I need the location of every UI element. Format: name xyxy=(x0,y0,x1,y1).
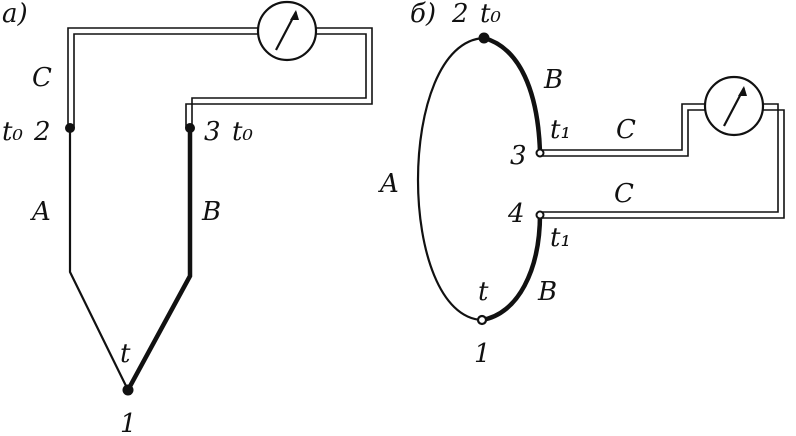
panel-b-label-c-bottom: C xyxy=(614,179,634,209)
panel-a-label-1: 1 xyxy=(120,409,137,436)
panel-a-label-t0-left: t₀ xyxy=(2,117,23,147)
panel-a-junction-1 xyxy=(122,384,134,396)
panel-b-label-t0: t₀ xyxy=(480,0,501,29)
panel-a: а) C t₀ 2 3 t₀ A B t 1 xyxy=(2,0,373,436)
panel-a-label-a: A xyxy=(30,197,51,227)
panel-b-label-3: 3 xyxy=(510,141,527,171)
panel-b-label-c-top: C xyxy=(616,115,636,145)
panel-b-label-t1-top: t₁ xyxy=(550,115,571,145)
panel-b-label-b-top: B xyxy=(543,65,563,95)
panel-a-label-c: C xyxy=(32,63,52,93)
panel-b-label-a: A xyxy=(378,169,399,199)
panel-b-electrode-b-top xyxy=(481,35,543,155)
panel-a-label-t: t xyxy=(120,339,131,369)
panel-b-junction-3 xyxy=(535,148,545,158)
panel-b-junction-2 xyxy=(478,32,490,44)
panel-b-label-t1-bottom: t₁ xyxy=(550,223,571,253)
panel-b-label-1: 1 xyxy=(474,339,491,369)
panel-b-junction-4 xyxy=(535,210,545,220)
panel-a-label-2: 2 xyxy=(33,117,51,147)
panel-a-junction-2 xyxy=(65,123,75,133)
panel-a-junction-3 xyxy=(185,123,195,133)
panel-b-junction-1 xyxy=(476,314,488,326)
panel-b-label-t: t xyxy=(478,277,489,307)
panel-b-label-b-bottom: B xyxy=(537,277,557,307)
panel-a-galvanometer-icon xyxy=(256,0,318,62)
panel-b-galvanometer-icon xyxy=(703,75,765,137)
panel-a-label-b: B xyxy=(201,197,221,227)
panel-a-label-t0-right: t₀ xyxy=(232,117,253,147)
panel-b-wire-c-top xyxy=(542,103,706,157)
panel-b: б) 2 t₀ B 3 t₁ C A 4 C t₁ t B 1 xyxy=(378,0,785,369)
panel-a-wire-c xyxy=(67,27,373,128)
panel-b-tag: б) xyxy=(410,0,436,29)
panel-b-electrode-b-bottom xyxy=(479,211,543,323)
panel-a-tag: а) xyxy=(2,0,28,29)
panel-b-label-4: 4 xyxy=(507,199,525,229)
panel-b-label-2: 2 xyxy=(451,0,469,29)
panel-a-label-3: 3 xyxy=(204,117,221,147)
panel-a-electrode-b xyxy=(125,125,193,393)
panel-b-electrode-a xyxy=(416,36,485,322)
panel-a-electrode-a xyxy=(68,128,129,391)
panel-b-wire-c-bottom xyxy=(542,103,785,219)
